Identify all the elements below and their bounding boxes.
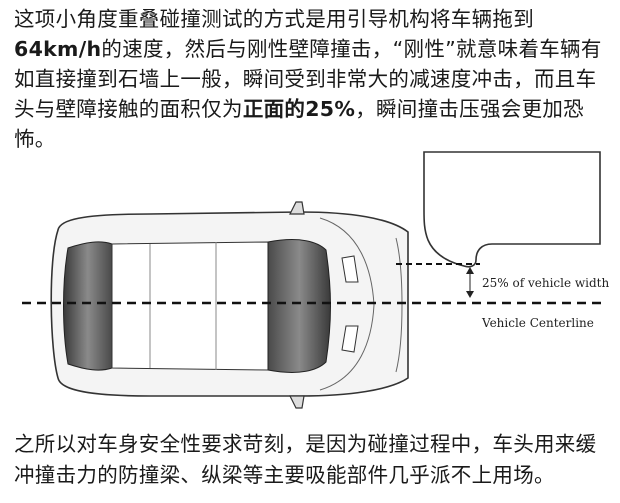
rigid-barrier [423, 151, 601, 268]
car-topview [50, 201, 409, 409]
overlap-dimension-arrow [466, 267, 474, 298]
explanation-paragraph: 之所以对车身安全性要求苛刻，是因为碰撞过程中，车头用来缓冲撞击力的防撞梁、纵梁等… [14, 432, 597, 487]
overlap-test-diagram: 25% of vehicle width Vehicle Centerline [22, 151, 610, 409]
overlap-width-label: 25% of vehicle width [482, 276, 610, 290]
speed-value: 64km/h [14, 37, 102, 61]
overlap-emphasis: 正面的25% [242, 97, 356, 121]
intro-text-1: 这项小角度重叠碰撞测试的方式是用引导机构将车辆拖到 [14, 7, 534, 31]
intro-text-3: ，瞬间撞击压强会更加恐怖。 [14, 97, 584, 151]
intro-paragraph: 这项小角度重叠碰撞测试的方式是用引导机构将车辆拖到 64km/h的速度，然后与刚性… [14, 4, 614, 154]
intro-text-2: 的速度，然后与刚性壁障撞击，“刚性”就意味着车辆有如直接撞到石墙上一般，瞬间受到… [14, 37, 602, 121]
centerline-label: Vehicle Centerline [481, 316, 594, 330]
